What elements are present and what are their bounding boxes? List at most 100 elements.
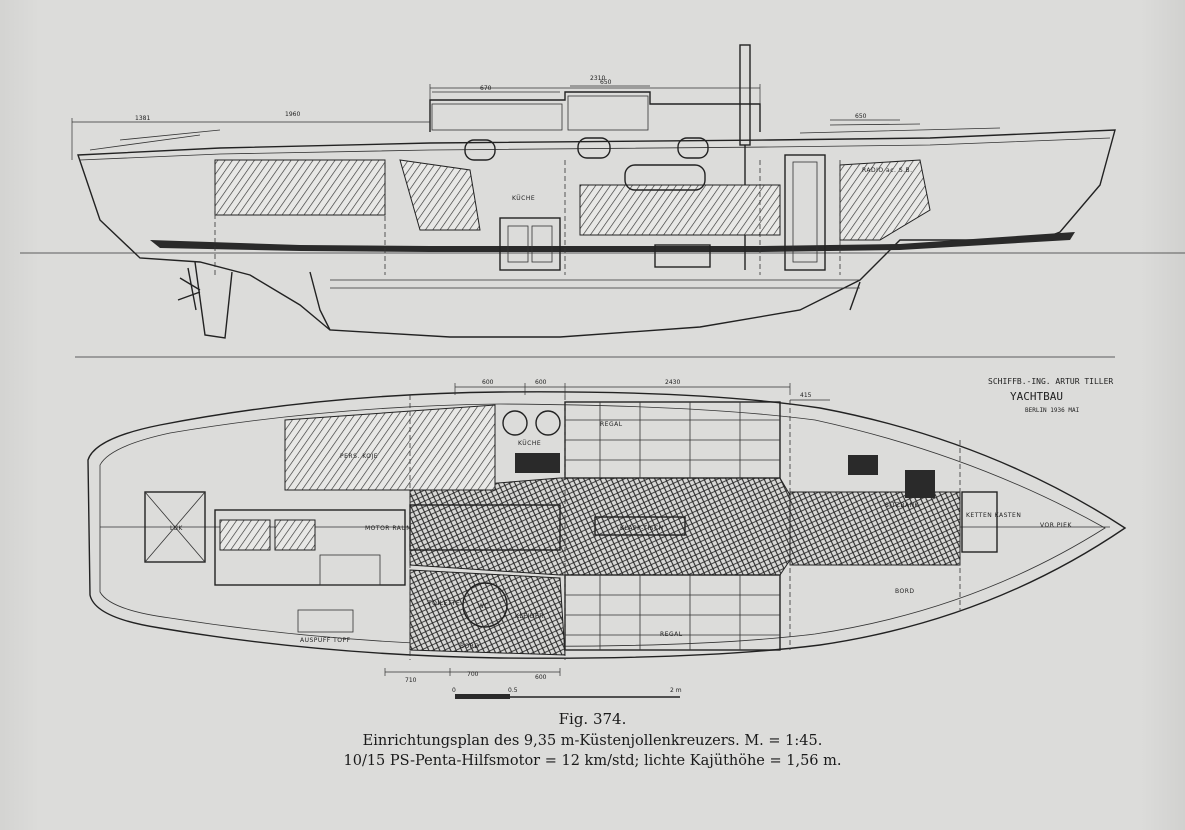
- cockpit-grating-1: [219, 519, 271, 551]
- saloon-locker: [654, 244, 711, 268]
- plan-dim-b: 600: [535, 379, 547, 386]
- cockpit-well: [214, 509, 406, 586]
- caption-line-1: Einrichtungsplan des 9,35 m-Küstenjollen…: [362, 733, 823, 749]
- stove-burner-1: [502, 410, 528, 436]
- cabin-sole-hatching: [409, 477, 791, 576]
- pers-koje-label: PERS. KOJE: [340, 453, 378, 460]
- aft-hatch: [144, 491, 206, 563]
- ketten-kasten-label: KETTEN KASTEN: [966, 512, 1021, 519]
- propeller: [177, 267, 201, 311]
- aft-rail: [89, 129, 221, 151]
- bord-label-fwd: BORD: [895, 588, 915, 595]
- cabinet-door-left: [507, 225, 529, 263]
- figure-number: Fig. 374.: [558, 710, 627, 728]
- doghouse-panel: [567, 95, 649, 131]
- galley-cabinet: [499, 217, 561, 271]
- scale-end: 2 m: [670, 687, 682, 694]
- cockpit-seat: [319, 554, 381, 586]
- chain-locker: [961, 491, 998, 553]
- luk-label: LUK: [170, 525, 183, 532]
- sitzbank-label: SITZBANK: [885, 502, 920, 509]
- stove-burner-2: [535, 410, 561, 436]
- hull-plan-inner: [99, 403, 1106, 647]
- cabinet-door-right: [531, 225, 553, 263]
- saloon-settee-hatching: [579, 184, 781, 236]
- scale-bar-block: [455, 694, 510, 699]
- regal-label-port: REGAL: [660, 631, 683, 638]
- profile-kueche-label: KÜCHE: [512, 195, 535, 202]
- plan-kueche-label: KÜCHE: [518, 440, 541, 447]
- toilette-label: TOILETTE: [427, 600, 460, 607]
- bord-label-aft: BORD: [460, 643, 480, 650]
- pers-koje-hatching: [284, 404, 496, 491]
- aft-hatch-cross: [144, 491, 206, 563]
- signature-line-1: SCHIFFB.-ING. ARTUR TILLER: [988, 377, 1113, 386]
- plan-dim-e: 710: [405, 677, 417, 684]
- vor-piek-label: VOR PIEK: [1040, 522, 1072, 529]
- forward-rail: [799, 123, 1001, 134]
- profile-dimension-lines: [71, 84, 900, 160]
- sheer-line: [79, 137, 1111, 161]
- profile-view: 2310 670 650 650 1381 1960 KÜCHE RADIO a…: [20, 44, 1185, 358]
- signature-block: SCHIFFB.-ING. ARTUR TILLER YACHTBAU BERL…: [988, 377, 1113, 414]
- klapp-tisch-label: KLAPP-TISCH: [620, 525, 664, 532]
- signature-line-3: BERLIN 1936 MAI: [1025, 407, 1080, 414]
- folding-table: [594, 516, 686, 536]
- aft-cockpit-hatching: [214, 159, 386, 216]
- forward-bulkhead-door: [784, 154, 826, 271]
- toilet-bowl: [462, 582, 508, 628]
- scale-start: 0: [452, 687, 456, 694]
- kleider-label: KLEIDER: [515, 613, 544, 620]
- wc-label: WC: [478, 603, 489, 610]
- keel-lines: [309, 271, 861, 331]
- plan-dim-f: 700: [467, 671, 479, 678]
- regal-label-stbd: REGAL: [600, 421, 623, 428]
- starboard-settee-grid: [565, 402, 780, 478]
- dim-1-text: 670: [480, 85, 492, 92]
- companionway-hatching: [399, 159, 481, 231]
- dim-total-text: 2310: [590, 75, 605, 82]
- scale-bar: 0 0.5 2 m: [452, 687, 682, 699]
- door-panel: [792, 161, 818, 263]
- hull-plan-outline: [87, 391, 1127, 659]
- forward-cabin-sole: [789, 491, 961, 566]
- hull-profile-outline: [77, 129, 1116, 338]
- plan-dim-c: 2430: [665, 379, 680, 386]
- plan-dim-g: 600: [535, 674, 547, 681]
- porthole-3: [677, 137, 709, 159]
- dim-4-text: 1381: [135, 115, 150, 122]
- exhaust-pot: [297, 609, 354, 633]
- dim-5-text: 1960: [285, 111, 300, 118]
- figure-caption: Fig. 374. Einrichtungsplan des 9,35 m-Kü…: [0, 710, 1185, 771]
- galley-sink: [515, 453, 560, 473]
- plan-bulkhead-lines: [409, 395, 961, 660]
- port-settee-grid: [565, 575, 780, 650]
- signature-line-2: YACHTBAU: [1010, 390, 1063, 403]
- rudder: [194, 261, 233, 339]
- porthole-2: [577, 137, 611, 159]
- fwd-hatch-2: [905, 470, 935, 498]
- plan-view: 600 600 2430 415 710 700 600 KÜCHE PERS.…: [87, 379, 1127, 684]
- caption-line-2: 10/15 PS-Penta-Hilfsmotor = 12 km/std; l…: [343, 753, 842, 769]
- boot-top-stripe: [150, 232, 1075, 252]
- plan-dim-a: 600: [482, 379, 494, 386]
- cabin-trunk: [429, 91, 761, 132]
- dim-2-text: 650: [600, 79, 612, 86]
- mast: [739, 44, 751, 146]
- floor-line: [330, 279, 860, 289]
- fwd-hatch-1: [848, 455, 878, 475]
- saloon-window-frame: [624, 164, 706, 191]
- bulkhead-lines: [214, 160, 841, 275]
- port-settee: [564, 574, 781, 651]
- scale-mid: 0.5: [508, 687, 518, 694]
- auspuff-label: AUSPUFF TOPF: [300, 637, 351, 644]
- plan-dim-d: 415: [800, 392, 812, 399]
- motor-raum-label: MOTOR RAUM: [365, 525, 412, 532]
- dim-3-text: 650: [855, 113, 867, 120]
- porthole-1: [464, 139, 496, 161]
- profile-radio-label: RADIO ac. S.B.: [862, 167, 913, 174]
- cabin-side-panel: [431, 103, 563, 131]
- plan-dimension-lines: [384, 383, 830, 676]
